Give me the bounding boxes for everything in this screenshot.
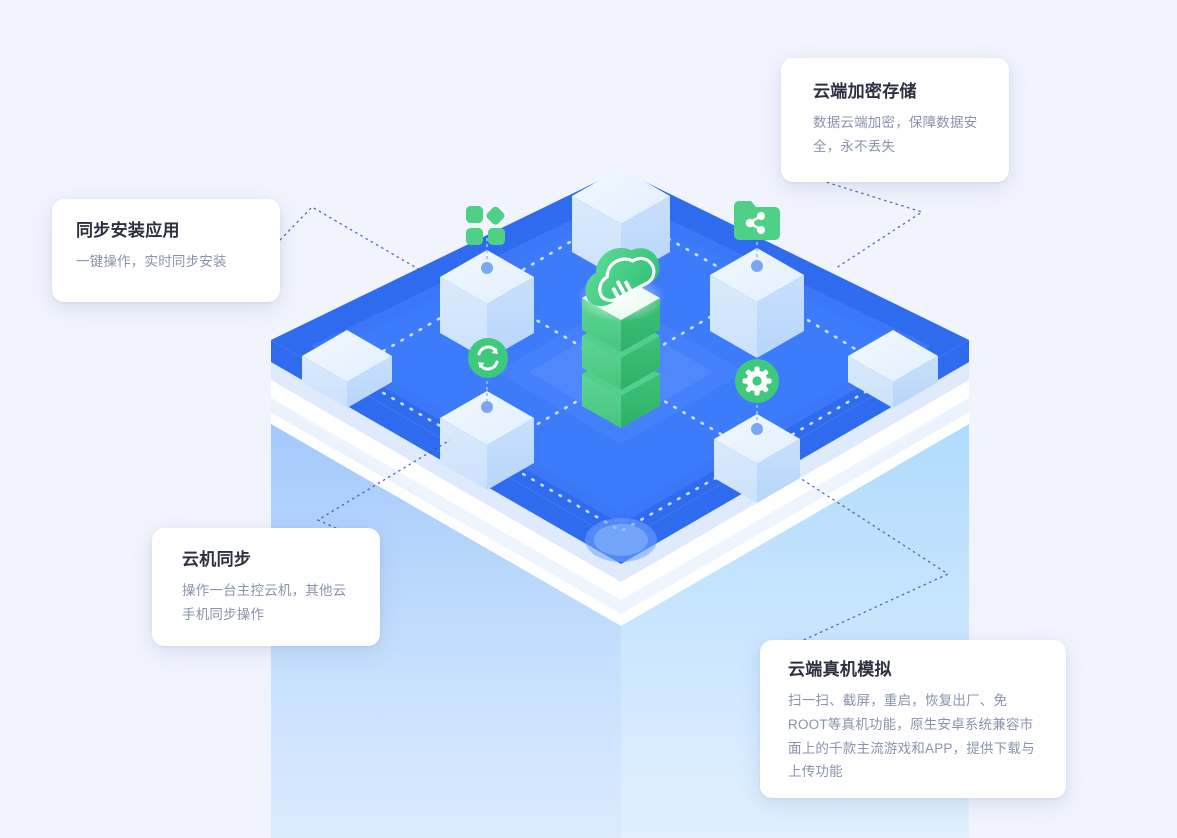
feature-card-real-device[interactable]: 云端真机模拟 扫一扫、截屏，重启，恢复出厂、免ROOT等真机功能，原生安卓系统兼… bbox=[760, 640, 1066, 798]
apps-grid-icon bbox=[466, 206, 505, 245]
folder-share-icon bbox=[734, 201, 780, 240]
cube-top-center bbox=[572, 168, 670, 280]
card-description: 一键操作，实时同步安装 bbox=[76, 254, 227, 270]
connector-cloud-phone-sync bbox=[316, 439, 451, 549]
connector-lines bbox=[279, 167, 950, 661]
card-title: 同步安装应用 bbox=[76, 221, 180, 240]
card-title: 云端真机模拟 bbox=[788, 660, 892, 679]
platform-ring-marker bbox=[585, 518, 657, 562]
cube-upper-left bbox=[440, 238, 534, 360]
cloud-logo-icon bbox=[585, 247, 660, 307]
card-description: 扫一扫、截屏，重启，恢复出厂、免ROOT等真机功能，原生安卓系统兼容市面上的千款… bbox=[788, 693, 1035, 780]
card-description: 数据云端加密，保障数据安全，永不丢失 bbox=[813, 115, 978, 154]
card-title: 云机同步 bbox=[182, 550, 252, 569]
connector-sync-install bbox=[279, 206, 421, 271]
connector-real-device bbox=[759, 477, 950, 661]
card-description: 操作一台主控云机，其他云手机同步操作 bbox=[182, 583, 347, 622]
cube-upper-right bbox=[710, 236, 804, 358]
feature-card-sync-install[interactable]: 同步安装应用 一键操作，实时同步安装 bbox=[52, 199, 280, 302]
card-title: 云端加密存储 bbox=[813, 82, 917, 101]
feature-card-cloud-encrypt[interactable]: 云端加密存储 数据云端加密，保障数据安全，永不丢失 bbox=[781, 58, 1009, 182]
cube-right bbox=[848, 330, 938, 408]
connector-cloud-encrypt bbox=[780, 167, 924, 269]
gear-icon bbox=[735, 359, 779, 403]
sync-arrows-icon bbox=[468, 338, 508, 378]
cube-left bbox=[302, 330, 392, 408]
cube-lower-right bbox=[714, 405, 800, 503]
feature-card-cloud-phone-sync[interactable]: 云机同步 操作一台主控云机，其他云手机同步操作 bbox=[152, 528, 380, 646]
cube-lower-left-tall bbox=[440, 381, 534, 490]
